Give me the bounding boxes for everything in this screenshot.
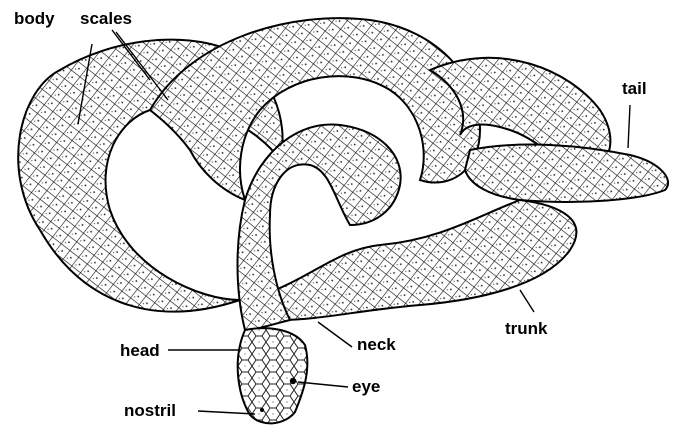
label-nostril: nostril bbox=[124, 402, 176, 419]
label-trunk: trunk bbox=[505, 320, 548, 337]
tail-section bbox=[465, 145, 668, 202]
trunk-leader bbox=[520, 290, 534, 312]
neck-leader bbox=[318, 322, 352, 347]
tail-leader bbox=[628, 105, 630, 148]
label-eye: eye bbox=[352, 378, 380, 395]
label-tail: tail bbox=[622, 80, 647, 97]
nostril-mark bbox=[260, 408, 264, 412]
label-head: head bbox=[120, 342, 160, 359]
head-shape bbox=[238, 328, 308, 423]
label-body: body bbox=[14, 10, 55, 27]
eye-mark bbox=[290, 378, 296, 384]
trunk-section bbox=[240, 200, 576, 320]
nostril-leader bbox=[198, 411, 255, 414]
label-scales: scales bbox=[80, 10, 132, 27]
label-neck: neck bbox=[357, 336, 396, 353]
